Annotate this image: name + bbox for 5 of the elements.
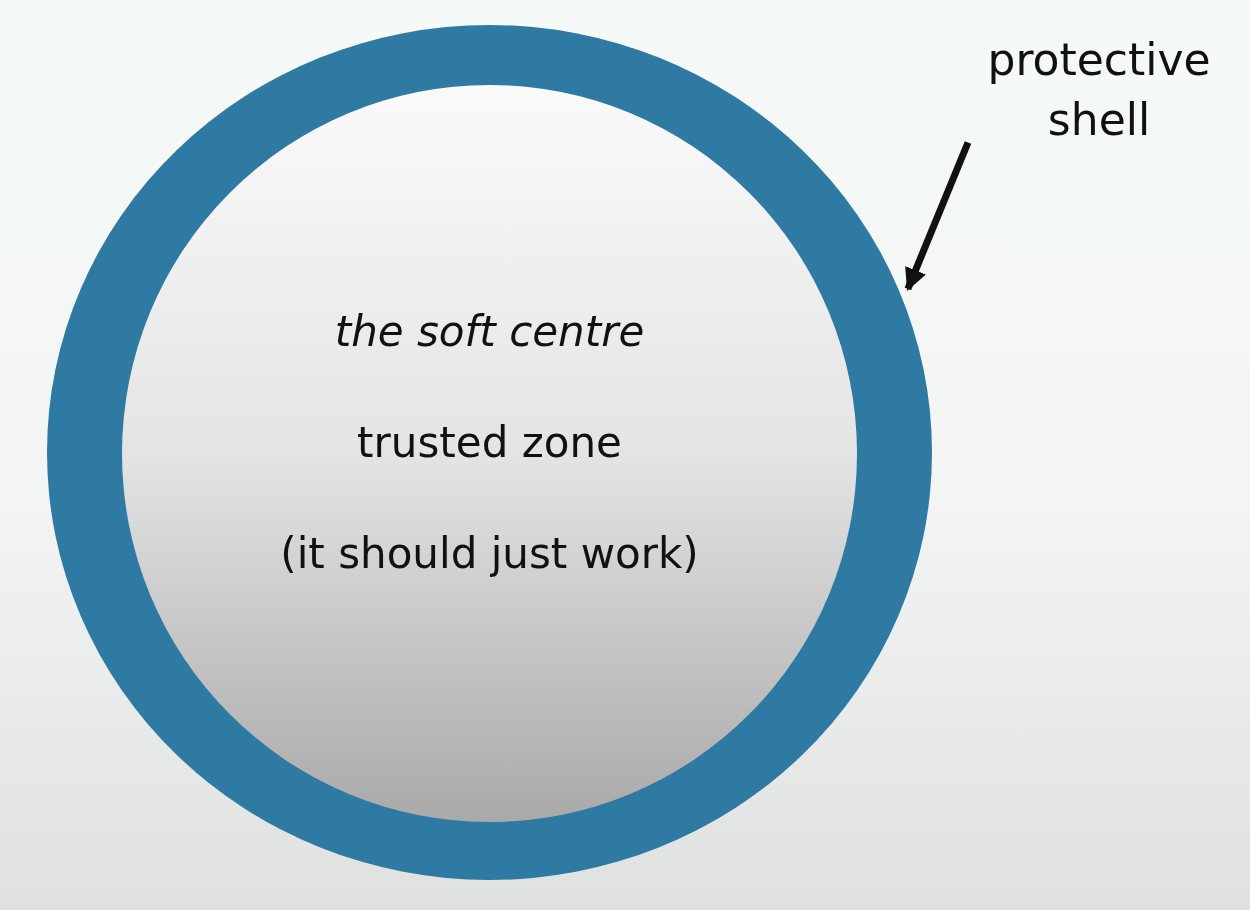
zone-text: (it should just work) [280, 529, 699, 578]
zone-text: the soft centre [334, 307, 645, 356]
callout-label: protective shell [968, 30, 1230, 155]
arrow [904, 141, 972, 291]
zone-text: trusted zone [357, 418, 622, 467]
